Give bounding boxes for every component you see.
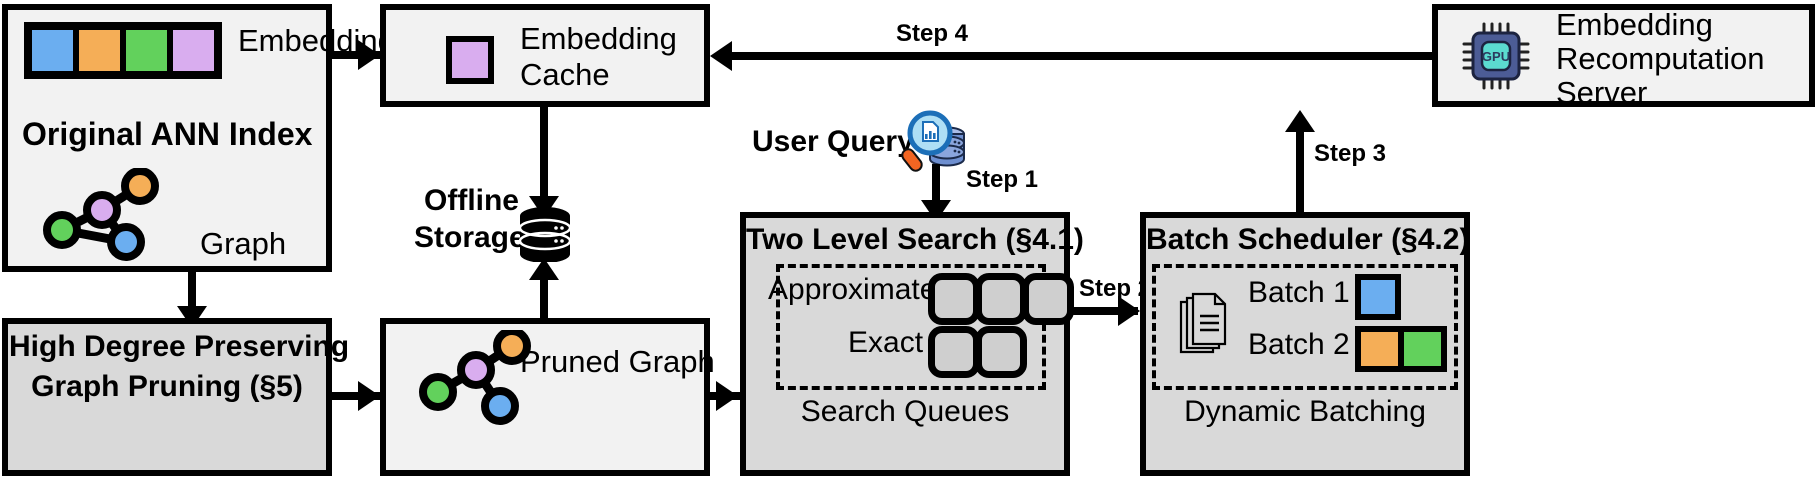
pruned-graph-label: Pruned Graph — [520, 344, 715, 379]
pruned-graph-icon — [419, 330, 531, 425]
box-embedding-cache — [380, 4, 710, 107]
recomputation-server-line3: Server — [1556, 75, 1648, 110]
graph-icon — [43, 168, 159, 261]
embedding-swatch-icon — [446, 36, 494, 84]
database-cylinder-icon — [518, 207, 572, 262]
arrow-prunedgraph-to-storage-head — [529, 258, 559, 280]
recomputation-server-line2: Recomputation — [1556, 41, 1765, 76]
graph-pruning-line2: Graph Pruning (§5) — [31, 370, 303, 403]
step-3-label: Step 3 — [1310, 140, 1391, 168]
embedding-cache-line2: Cache — [520, 57, 610, 92]
arrow-step2-head — [1118, 296, 1140, 326]
batch-2-item-orange — [1355, 326, 1401, 372]
arrow-step1-line — [932, 164, 940, 212]
batch-2-label: Batch 2 — [1248, 328, 1350, 361]
queue-slot-exact-1[interactable] — [928, 326, 980, 378]
arrow-pruning-to-prunedgraph-line — [332, 392, 380, 400]
original-ann-index-title: Original ANN Index — [22, 116, 313, 152]
offline-storage-line1: Offline — [424, 184, 519, 217]
batch-2-item-green — [1401, 326, 1447, 372]
arrow-index-to-cache-head — [358, 40, 380, 70]
batch-1-label: Batch 1 — [1248, 276, 1350, 309]
svg-text:GPU: GPU — [1482, 49, 1510, 64]
arrow-prunedgraph-to-storage-line — [540, 278, 548, 322]
queue-row-label-exact: Exact — [848, 326, 924, 359]
box-graph-pruning — [2, 318, 332, 476]
arrow-step2-line — [1070, 307, 1138, 315]
embedding-cell-blue — [29, 27, 76, 74]
arrow-step4-line — [720, 52, 1432, 60]
step-1-label: Step 1 — [962, 166, 1043, 194]
arrow-cache-to-storage-line — [540, 107, 548, 202]
dynamic-batching-panel — [1152, 264, 1458, 390]
documents-stack-icon — [1179, 292, 1227, 354]
arrow-prunedgraph-to-search-head — [716, 381, 738, 411]
step-4-label: Step 4 — [892, 20, 973, 48]
arrow-index-to-cache-line — [332, 51, 380, 59]
offline-storage-line2: Storage — [414, 221, 526, 254]
embedding-cache-line1: Embedding — [520, 21, 677, 56]
queue-slot-approximate-1[interactable] — [928, 273, 980, 325]
batch-scheduler-title: Batch Scheduler (§4.2) — [1146, 223, 1470, 256]
graph-pruning-line1: High Degree Preserving — [9, 330, 350, 363]
batch-1-item-blue — [1355, 274, 1401, 320]
arrow-pruning-to-prunedgraph-head — [358, 381, 380, 411]
graph-label: Graph — [200, 226, 287, 261]
embedding-cell-green — [123, 27, 170, 74]
search-queues-panel — [776, 264, 1046, 390]
queue-slot-approximate-3[interactable] — [1022, 273, 1074, 325]
queue-slot-exact-2[interactable] — [975, 326, 1027, 378]
two-level-search-title: Two Level Search (§4.1) — [746, 223, 1084, 256]
user-query-label: User Query — [752, 125, 914, 158]
arrow-step3-line — [1296, 132, 1304, 212]
queue-slot-approximate-2[interactable] — [975, 273, 1027, 325]
embedding-vector-icon — [24, 22, 222, 79]
arrow-index-to-pruning-line — [188, 272, 196, 312]
embedding-cell-orange — [76, 27, 123, 74]
arrow-step4-head — [710, 41, 732, 71]
queue-row-label-approximate: Approximate — [768, 273, 937, 306]
search-queues-caption: Search Queues — [800, 395, 1010, 428]
embedding-cell-purple — [170, 27, 217, 74]
dynamic-batching-caption: Dynamic Batching — [1184, 395, 1426, 428]
arrow-step3-head — [1285, 110, 1315, 132]
gpu-chip-icon: GPU — [1462, 22, 1530, 90]
search-database-icon — [901, 110, 965, 172]
recomputation-server-line1: Embedding — [1556, 7, 1713, 42]
